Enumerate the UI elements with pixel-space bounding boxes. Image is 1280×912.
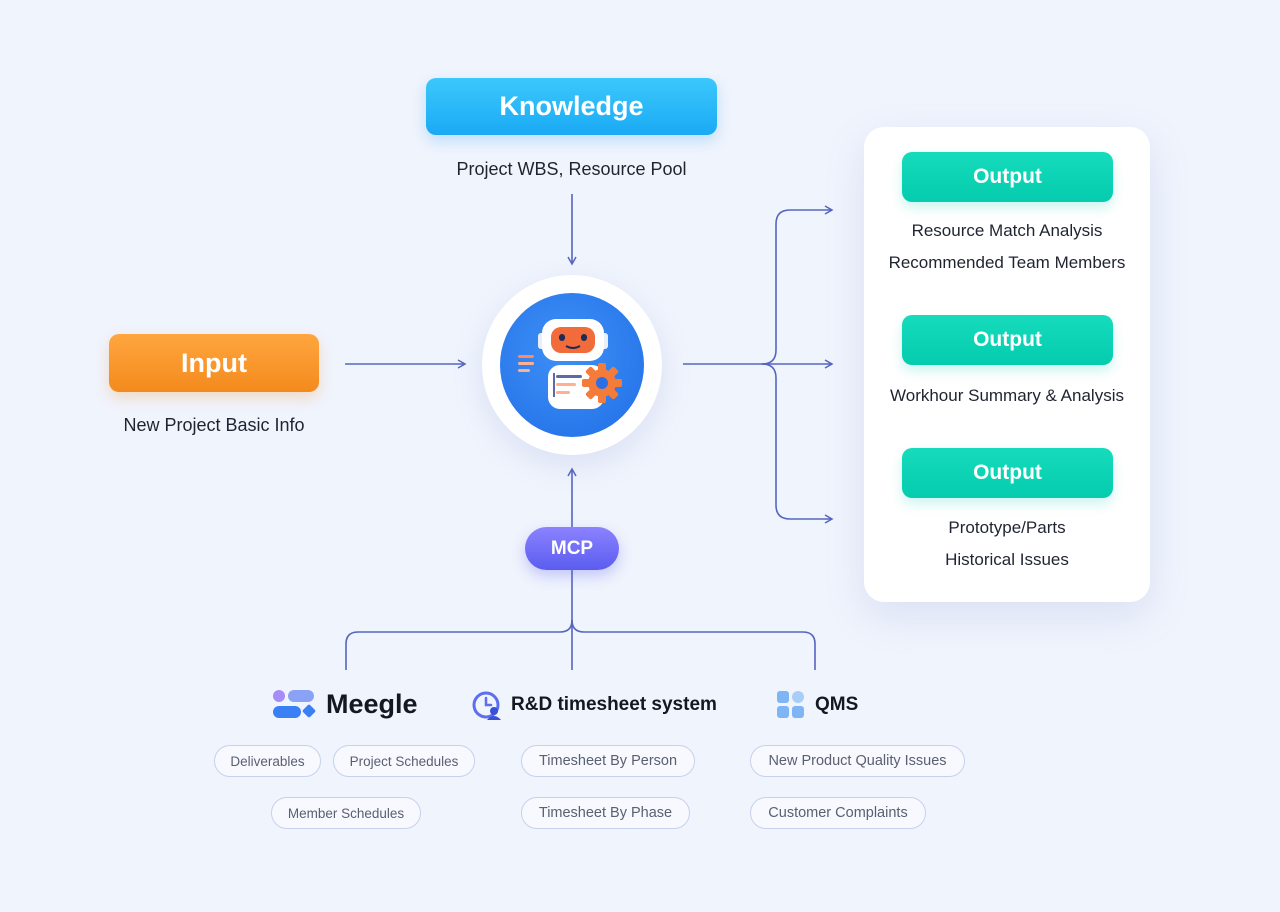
clock-user-icon	[472, 691, 501, 720]
knowledge-box: Knowledge	[426, 78, 717, 135]
source-qms: QMS	[777, 689, 858, 721]
knowledge-caption: Project WBS, Resource Pool	[456, 159, 687, 179]
output-1-line-1: Resource Match Analysis	[911, 221, 1103, 240]
output-3-line-2: Historical Issues	[945, 550, 1069, 569]
output-box-1: Output	[902, 152, 1113, 202]
robot-agent-icon	[518, 319, 622, 409]
tag-timesheet-by-person: Timesheet By Person	[521, 745, 695, 777]
input-caption: New Project Basic Info	[123, 415, 305, 435]
source-meegle: Meegle	[272, 686, 418, 722]
tag-project-schedules: Project Schedules	[333, 745, 475, 777]
tag-timesheet-by-phase: Timesheet By Phase	[521, 797, 690, 829]
mcp-badge: MCP	[525, 527, 619, 570]
branch-agent-to-outputs	[683, 205, 834, 365]
source-qms-name: QMS	[815, 694, 859, 715]
source-meegle-name: Meegle	[326, 688, 418, 719]
grid-squares-icon	[777, 691, 804, 718]
tag-member-schedules: Member Schedules	[271, 797, 421, 829]
input-box: Input	[109, 334, 319, 392]
output-1-line-2: Recommended Team Members	[888, 253, 1126, 272]
tag-new-product-quality-issues: New Product Quality Issues	[750, 745, 965, 777]
source-timesheet-name: R&D timesheet system	[511, 694, 717, 715]
tag-customer-complaints: Customer Complaints	[750, 797, 926, 829]
tag-deliverables: Deliverables	[214, 745, 321, 777]
output-box-3: Output	[902, 448, 1113, 498]
output-2-line-1: Workhour Summary & Analysis	[890, 386, 1124, 405]
output-box-2: Output	[902, 315, 1113, 365]
meegle-logo-icon	[273, 690, 316, 718]
output-3-line-1: Prototype/Parts	[948, 518, 1066, 537]
source-timesheet: R&D timesheet system	[472, 688, 717, 722]
